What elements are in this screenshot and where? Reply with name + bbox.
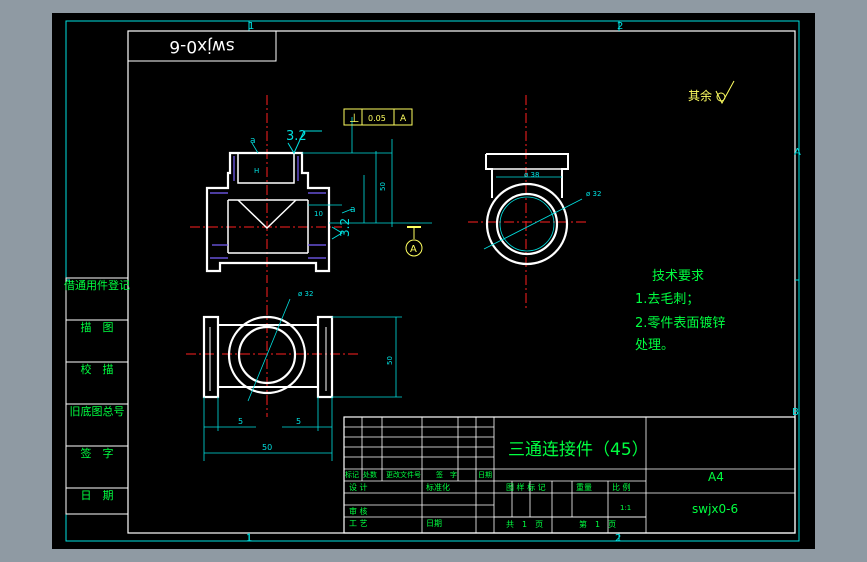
dim-50: 50 — [262, 443, 272, 452]
header-sign: 签 字 — [436, 470, 457, 479]
label-a-2: a — [350, 205, 356, 215]
dim-10: 10 — [314, 210, 323, 218]
header-mark: 标记 — [345, 470, 359, 479]
requirement-3: 处理。 — [635, 338, 674, 353]
roughness-top-symbol — [287, 130, 322, 155]
code-box — [127, 30, 277, 62]
zone-ticks — [66, 21, 799, 541]
paper-size: A4 — [708, 470, 724, 484]
label-stage-mark: 图 样 标 记 — [506, 482, 546, 492]
zone-bottom-2: 2 — [615, 533, 621, 544]
requirement-1: 1.去毛刺； — [635, 292, 699, 307]
label-standardize: 标准化 — [426, 482, 450, 492]
zone-right-a: A — [794, 147, 801, 158]
label-a-1: a — [250, 136, 256, 146]
side-table: 借通用件登记 描 图 校 描 旧底图总号 签 字 日 期 — [64, 277, 130, 515]
technical-drawing: 1 2 1 2 A B swjx0-6 — [64, 20, 801, 544]
side-row-5: 日 期 — [81, 489, 114, 502]
drawing-number: swjx0-6 — [692, 502, 738, 516]
dim-5-left: 5 — [238, 417, 243, 426]
dim-vertical-right: 50 — [386, 356, 394, 365]
zone-right-b: B — [792, 407, 799, 418]
header-count: 处数 — [363, 470, 377, 479]
label-scale: 比 例 — [612, 482, 631, 492]
label-design: 设 计 — [349, 482, 368, 492]
tolerance-value: 0.05 — [368, 114, 386, 123]
zone-top-2: 2 — [617, 21, 623, 32]
requirement-2: 2.零件表面镀锌 — [635, 315, 725, 331]
label-review: 审 核 — [349, 506, 368, 516]
tolerance-datum: A — [400, 114, 407, 124]
label-date: 日期 — [426, 519, 442, 528]
dim-5-right: 5 — [296, 417, 301, 426]
datum-marker: A — [405, 226, 423, 257]
dia-32-side-label: ø 32 — [586, 190, 601, 198]
label-weight: 重量 — [576, 482, 592, 492]
side-row-0: 借通用件登记 — [64, 278, 130, 292]
roughness-side: 3.2 — [338, 218, 352, 237]
side-row-2: 校 描 — [81, 362, 114, 376]
roughness-side-symbol — [331, 226, 343, 240]
side-view: ø 38 ø 32 — [468, 95, 601, 309]
roughness-top: 3.2 — [286, 129, 307, 144]
surface-finish-other: 其余 — [688, 80, 735, 105]
tolerance-frame: ⊥ 0.05 A — [343, 108, 413, 126]
dim-h: H — [254, 167, 259, 175]
front-view: a a H 10 50 3.2 3.2 — [190, 95, 432, 283]
side-row-3: 旧底图总号 — [70, 404, 125, 418]
tolerance-symbol: ⊥ — [349, 111, 359, 125]
zone-top-1: 1 — [248, 21, 254, 32]
technical-requirements: 技术要求 1.去毛刺； 2.零件表面镀锌 处理。 — [635, 269, 725, 353]
dia-38-label: ø 38 — [524, 171, 539, 179]
sheet-number: 第 1 页 — [579, 519, 616, 529]
dia-32-bottom-label: ø 32 — [298, 290, 313, 298]
side-row-4: 签 字 — [81, 446, 114, 460]
code-rotated: swjx0-6 — [169, 36, 234, 56]
title-block: 三通连接件（45） A4 swjx0-6 标记 处数 更改文件号 签 字 日期 … — [343, 416, 796, 534]
surface-other-text: 其余 — [688, 88, 712, 103]
header-change-doc: 更改文件号 — [386, 470, 421, 479]
part-name: 三通连接件（45） — [508, 440, 649, 460]
requirements-title: 技术要求 — [652, 269, 704, 284]
top-view: ø 32 50 5 5 50 — [186, 287, 402, 461]
cad-viewport[interactable]: 1 2 1 2 A B swjx0-6 — [52, 13, 815, 549]
zone-bottom-1: 1 — [246, 533, 252, 544]
label-process: 工 艺 — [349, 519, 368, 528]
sheets-total: 共 1 页 — [506, 520, 543, 529]
header-date: 日期 — [478, 471, 492, 479]
scale-value: 1:1 — [620, 504, 631, 512]
dim-38-vertical: 50 — [379, 182, 387, 191]
side-row-1: 描 图 — [81, 320, 114, 334]
datum-label: A — [410, 244, 417, 255]
